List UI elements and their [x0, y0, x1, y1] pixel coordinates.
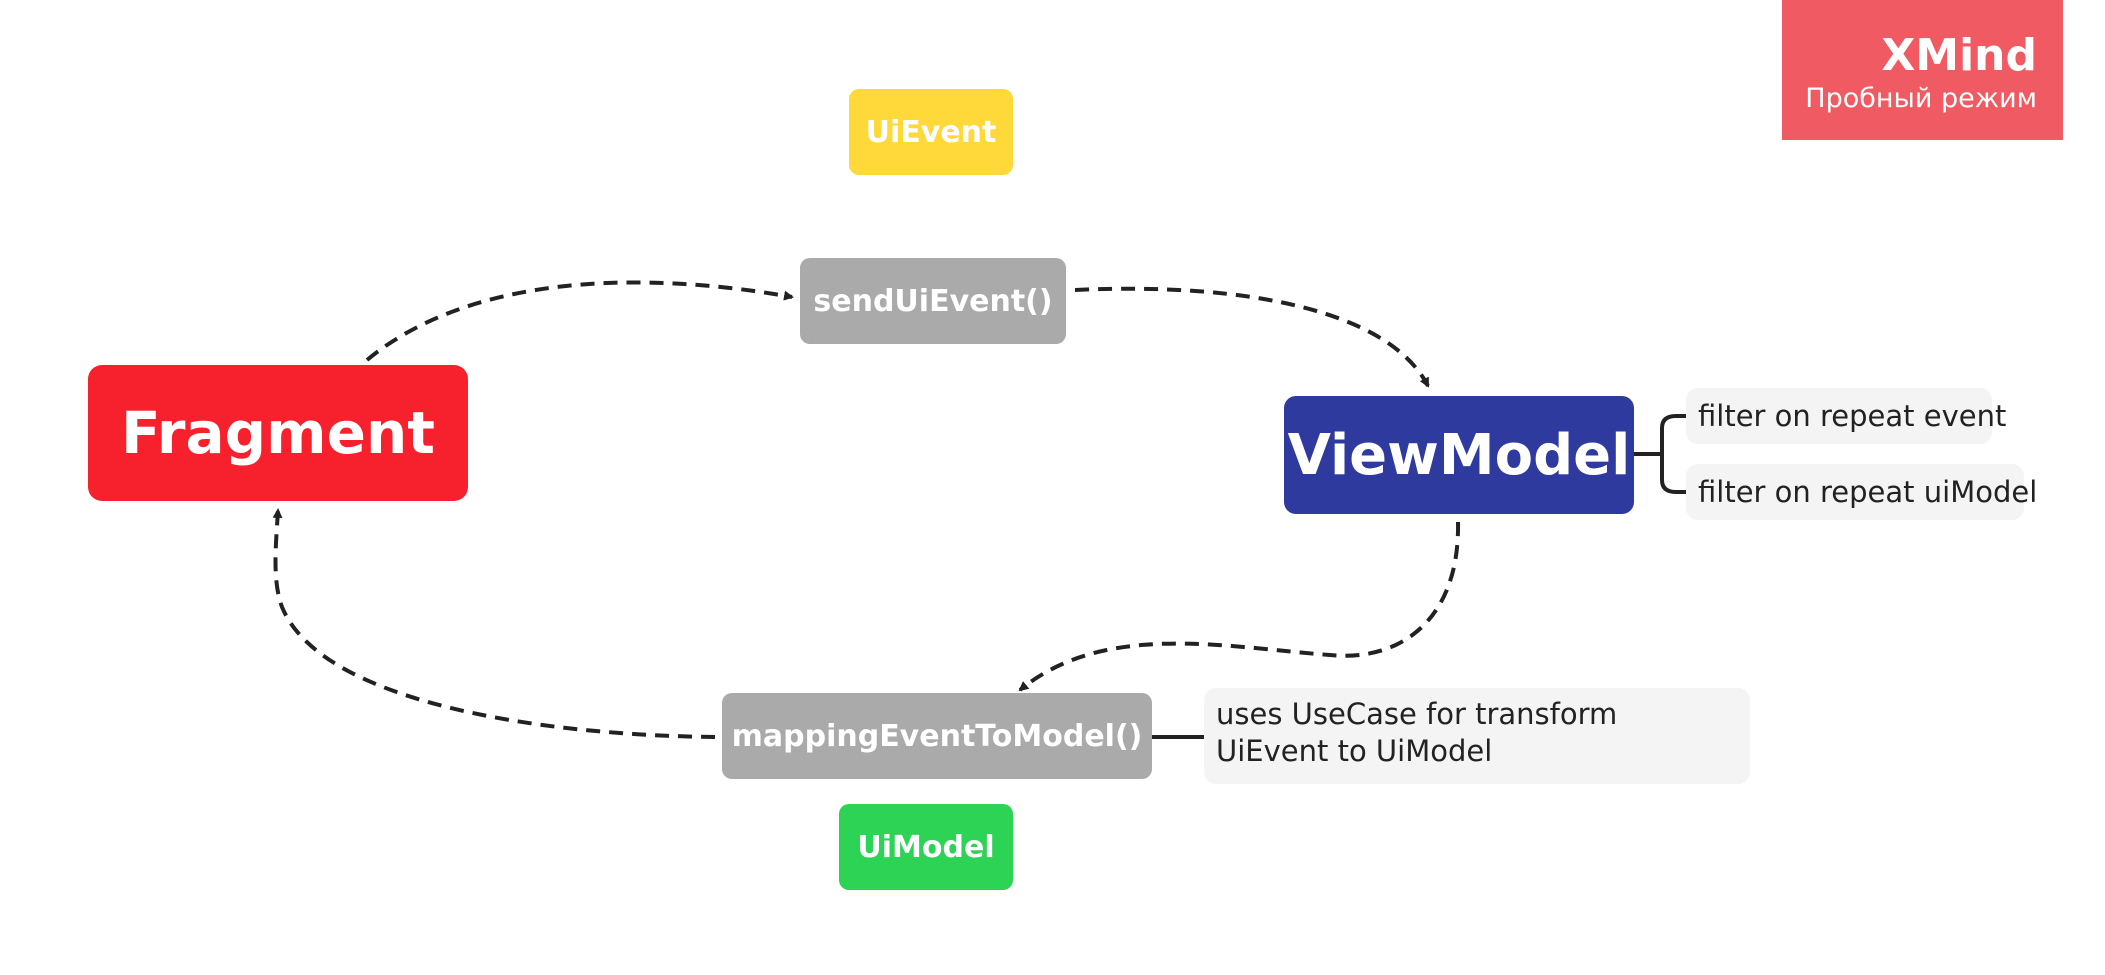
edge-view-model-to-mapping — [1018, 521, 1461, 692]
mapping-event-to-model-node[interactable]: mappingEventToModel() — [722, 693, 1152, 779]
note-filter-repeat-event-text: filter on repeat event — [1698, 398, 2007, 433]
edge-mapping-to-fragment — [272, 508, 716, 739]
watermark-subtitle: Пробный режим — [1805, 83, 2037, 114]
send-ui-event-label: sendUiEvent() — [813, 283, 1053, 319]
note-uses-use-case[interactable]: uses UseCase for transform UiEvent to Ui… — [1204, 688, 1750, 784]
view-model-notes-bracket — [1634, 414, 1686, 494]
note-filter-repeat-ui-model[interactable]: filter on repeat uiModel — [1686, 464, 2037, 520]
fragment-node[interactable]: Fragment — [88, 365, 468, 501]
trial-watermark-badge[interactable]: XMind Пробный режим — [1782, 0, 2063, 140]
watermark-title: XMind — [1881, 30, 2037, 81]
note-filter-repeat-ui-model-text: filter on repeat uiModel — [1698, 474, 2038, 509]
fragment-label: Fragment — [121, 399, 435, 467]
send-ui-event-node[interactable]: sendUiEvent() — [800, 258, 1066, 344]
mapping-event-to-model-label: mappingEventToModel() — [731, 718, 1143, 754]
view-model-label: ViewModel — [1287, 422, 1631, 488]
ui-event-label: UiEvent — [865, 114, 997, 150]
ui-model-label: UiModel — [857, 829, 995, 865]
ui-event-node[interactable]: UiEvent — [849, 89, 1013, 175]
edge-fragment-to-send-ui-event — [365, 280, 794, 362]
edge-send-ui-event-to-view-model — [1074, 286, 1430, 388]
note-uses-use-case-text: uses UseCase for transform UiEvent to Ui… — [1216, 697, 1618, 768]
ui-model-node[interactable]: UiModel — [839, 804, 1013, 890]
note-filter-repeat-event[interactable]: filter on repeat event — [1686, 388, 2006, 444]
view-model-node[interactable]: ViewModel — [1284, 396, 1634, 514]
